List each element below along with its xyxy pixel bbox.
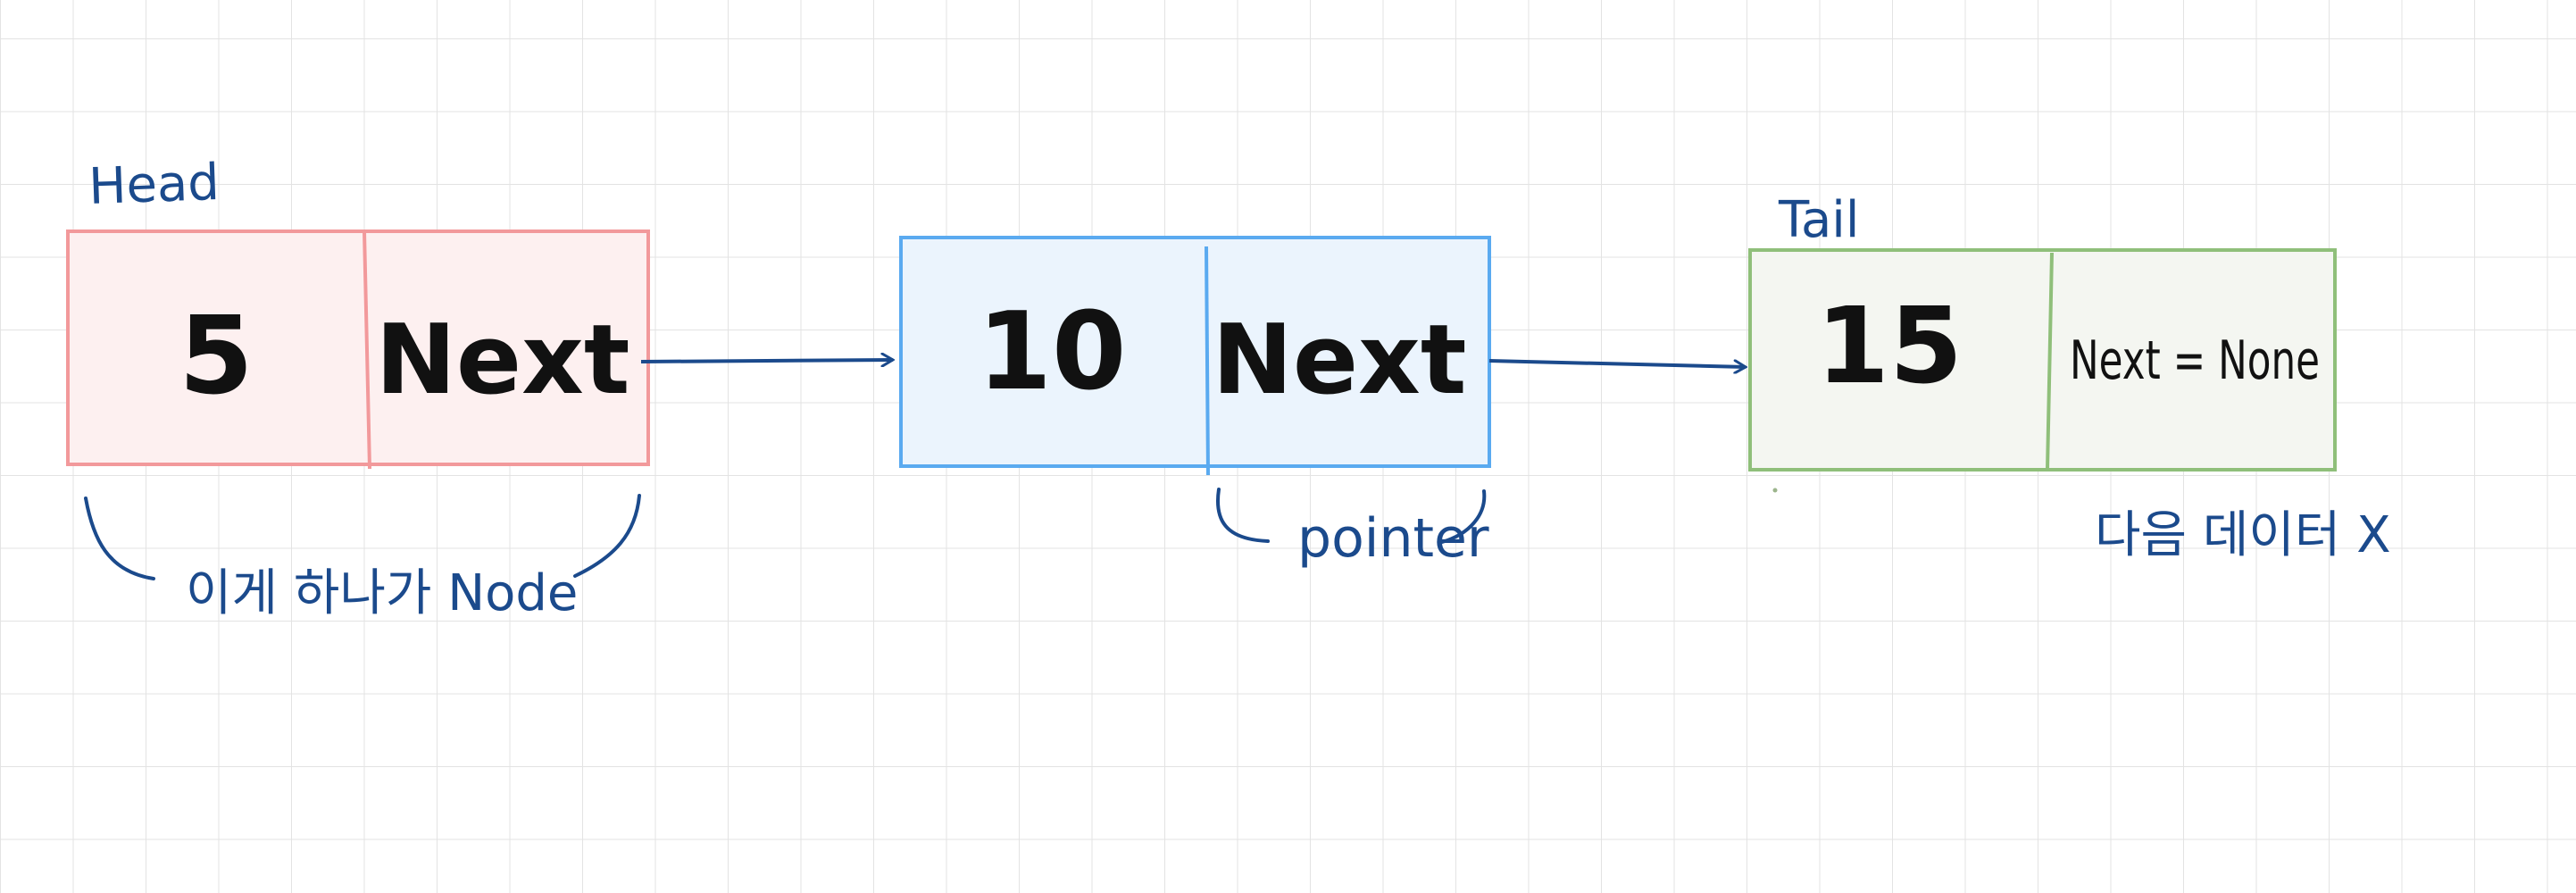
head-label: Head xyxy=(88,154,221,216)
tail-node-box xyxy=(1748,248,2337,472)
head-node-divider xyxy=(363,230,371,470)
tail-node-next-label: Next = None xyxy=(2070,330,2320,392)
head-node: 5 Next xyxy=(66,230,650,470)
tail-label: Tail xyxy=(1778,191,1859,249)
arrow-head-to-middle xyxy=(640,360,893,362)
arrow-middle-to-tail xyxy=(1488,359,1746,367)
node-annotation: 이게 하나가 Node xyxy=(186,564,578,622)
stray-dot xyxy=(1772,488,1778,493)
head-node-value: 5 xyxy=(179,295,254,419)
head-node-next-label: Next xyxy=(376,305,630,416)
tail-node-value: 15 xyxy=(1816,284,1963,407)
middle-node-value: 10 xyxy=(978,290,1127,414)
tail-node-divider xyxy=(2046,252,2054,471)
pointer-brace xyxy=(1216,488,1487,544)
pointer-annotation: pointer xyxy=(1297,507,1489,570)
middle-node-divider xyxy=(1205,246,1210,476)
middle-node-box xyxy=(899,236,1491,468)
tail-annotation: 다음 데이터 X xyxy=(2095,506,2391,564)
middle-node: 10 Next xyxy=(899,236,1491,476)
middle-node-next-label: Next xyxy=(1213,305,1467,416)
head-node-box xyxy=(66,230,650,466)
node-brace xyxy=(84,494,641,580)
tail-node: 15 Next = None xyxy=(1748,248,2337,493)
